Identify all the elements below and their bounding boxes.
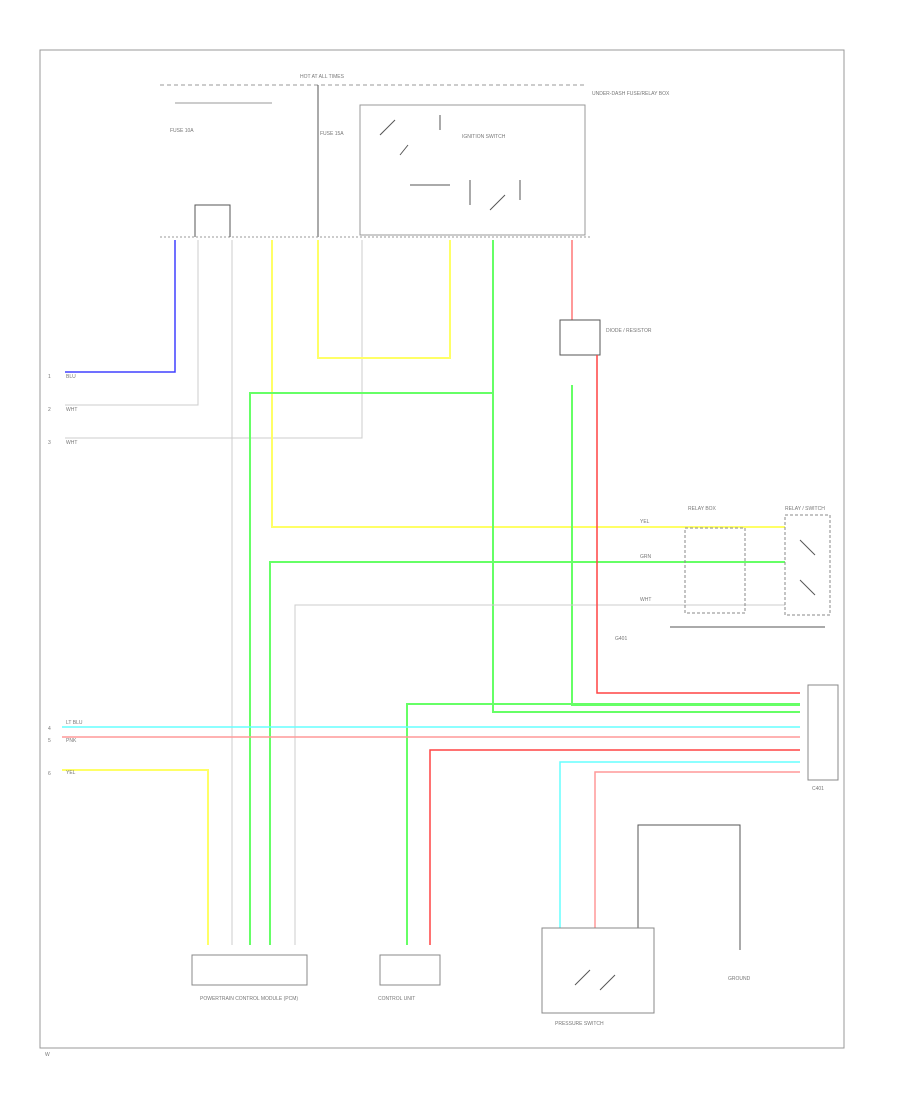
connector-right: [807, 684, 839, 781]
green-wire-diode: [571, 385, 800, 706]
relay-box-right: [784, 514, 831, 616]
pressure-switch-label: PRESSURE SWITCH: [555, 1021, 604, 1027]
fuse-left-label: FUSE 10A: [170, 128, 194, 134]
diode-label: DIODE / RESISTOR: [606, 328, 652, 334]
fuse-bridge: [194, 204, 231, 237]
green-wire-control-unit: [406, 703, 800, 945]
pressure-switch-symbol: [574, 969, 616, 991]
control-unit-label: CONTROL UNIT: [378, 996, 415, 1002]
junction-box-label: UNDER-DASH FUSE/RELAY BOX: [592, 91, 670, 97]
yellow-wire-lower: [62, 769, 209, 945]
diode-box: [559, 319, 601, 356]
terminal-6-num: 6: [48, 771, 51, 777]
red-wire-diode: [596, 355, 800, 694]
bus-label: HOT AT ALL TIMES: [300, 74, 345, 80]
connector-right-label: C401: [812, 786, 824, 792]
relay-right-label: RELAY / SWITCH: [785, 506, 825, 512]
green-wire-left: [249, 392, 493, 945]
terminal-4-label: LT BLU: [66, 720, 83, 726]
control-unit-box: [379, 954, 441, 986]
terminal-6-label: YEL: [66, 770, 76, 776]
ground-switch-wire: [637, 824, 741, 950]
gray-wire-1: [65, 240, 199, 406]
green-wire-main: [492, 240, 800, 713]
yellow-trunk-wire: [271, 240, 785, 528]
terminal-5-label: PNK: [66, 738, 77, 744]
gray-wire-relay: [294, 604, 785, 945]
pink-wire-pressure: [594, 771, 800, 928]
ground-switch-label: GROUND: [728, 976, 751, 982]
terminal-3-num: 3: [48, 440, 51, 446]
pcm-label: POWERTRAIN CONTROL MODULE (PCM): [200, 996, 298, 1002]
ignition-switch-label: IGNITION SWITCH: [462, 134, 506, 140]
terminal-3-label: WHT: [66, 440, 77, 446]
green-wire-label: GRN: [640, 554, 652, 560]
terminal-1-label: BLU: [66, 374, 76, 380]
relay-switch-symbol: [799, 539, 816, 596]
pressure-switch-box: [541, 927, 655, 1014]
footer-code: W: [45, 1052, 50, 1058]
gray-wire-2: [65, 240, 363, 439]
junction-box: [359, 104, 586, 236]
diagram-frame: [39, 49, 845, 1049]
green-wire-relay: [269, 561, 785, 945]
terminal-2-num: 2: [48, 407, 51, 413]
terminal-2-label: WHT: [66, 407, 77, 413]
relay-left-label: RELAY BOX: [688, 506, 717, 512]
relay-box-left: [684, 527, 746, 614]
red-wire-control-unit: [429, 749, 800, 945]
blue-wire: [65, 240, 176, 373]
terminal-1-num: 1: [48, 374, 51, 380]
yellow-loop-wire: [317, 240, 451, 359]
yellow-wire-label: YEL: [640, 519, 650, 525]
terminal-4-num: 4: [48, 726, 51, 732]
white-wire-label: WHT: [640, 597, 651, 603]
cyan-wire-pressure: [559, 761, 800, 928]
fuse-mid-label: FUSE 15A: [320, 131, 344, 137]
terminal-5-num: 5: [48, 738, 51, 744]
pcm-box: [191, 954, 308, 986]
ignition-switch-symbol: [379, 115, 521, 211]
ground-note: G401: [615, 636, 627, 642]
